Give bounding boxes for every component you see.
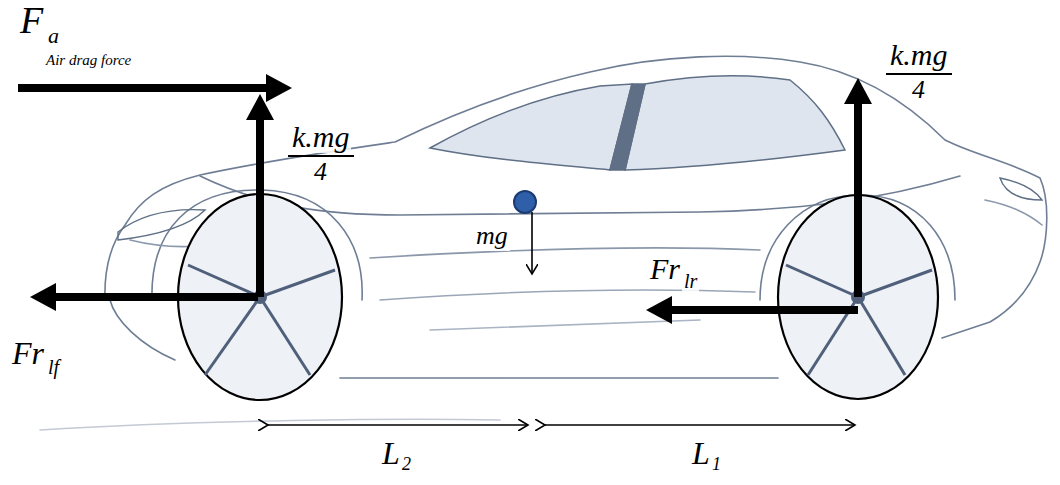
car-windows	[430, 76, 845, 170]
fraction-denominator: 4	[910, 76, 927, 105]
fraction-bars	[288, 74, 952, 156]
dimension-label: L	[690, 436, 712, 471]
car-body	[40, 56, 1047, 430]
fraction-numerator: k.mg	[290, 120, 351, 153]
force-symbol: Fr	[648, 252, 682, 285]
subscript: lr	[682, 270, 699, 292]
subscript: 1	[710, 455, 723, 475]
subscript: lf	[46, 356, 61, 378]
dimension-label: L	[380, 436, 402, 471]
force-symbol: Fr	[10, 336, 46, 371]
subscript: 2	[400, 455, 413, 475]
fraction-denominator: 4	[312, 158, 329, 187]
force-arrows	[18, 74, 872, 324]
fraction-numerator: k.mg	[888, 38, 949, 71]
dimension-arrows	[268, 425, 855, 426]
center-of-mass	[514, 191, 536, 213]
weight-label: mg	[474, 222, 510, 251]
force-description: Air drag force	[44, 52, 133, 69]
subscript: a	[46, 24, 61, 48]
force-symbol: F	[18, 0, 45, 42]
weight-arrow	[531, 212, 533, 274]
